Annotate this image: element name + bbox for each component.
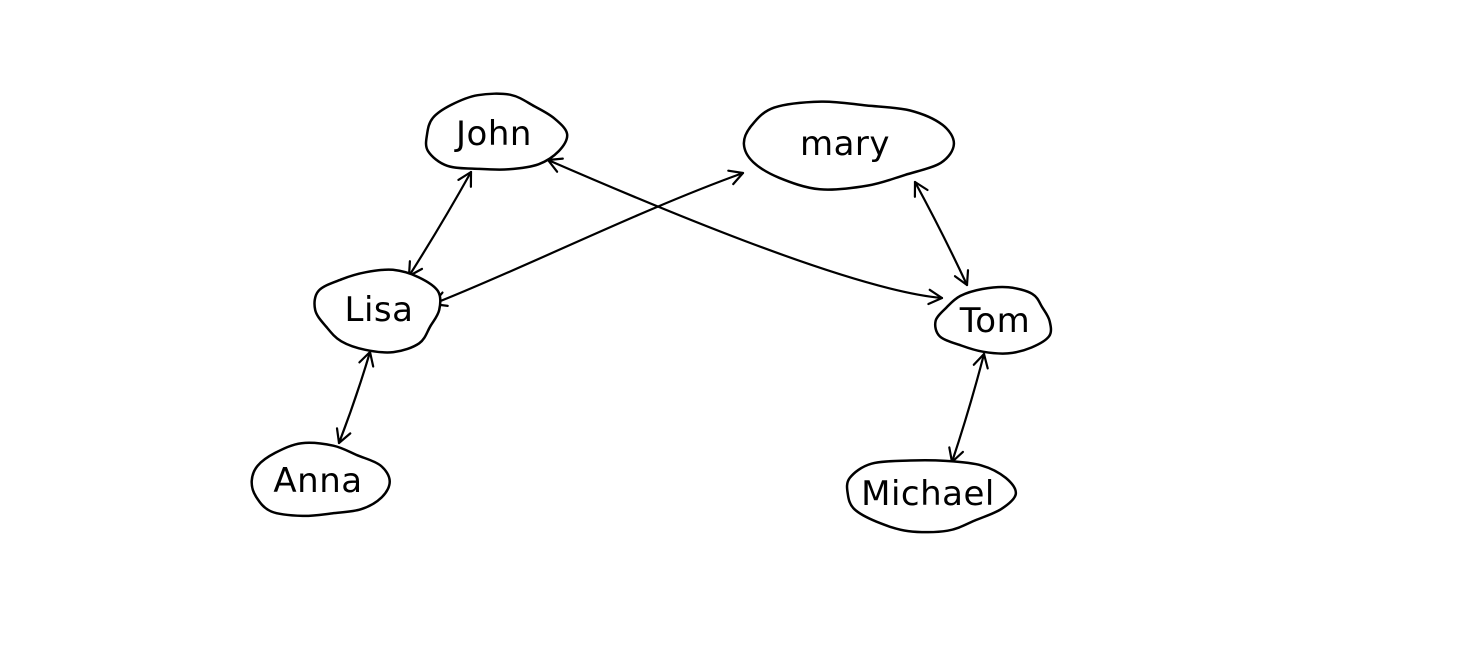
node-anna: Anna — [250, 441, 391, 518]
arrow-head-lisa — [358, 350, 375, 368]
edge-mary-tom — [913, 180, 970, 287]
arrow-head-mary — [913, 180, 929, 198]
edge-line — [546, 158, 944, 300]
edge-tom-michael — [948, 352, 989, 464]
arrow-head-tom — [972, 352, 989, 370]
edge-mary-lisa — [431, 169, 745, 307]
arrow-head-tom — [927, 288, 944, 306]
edge-line — [950, 352, 986, 464]
edge-john-lisa — [407, 170, 473, 278]
node-john: John — [424, 92, 569, 171]
edge-line — [337, 350, 372, 445]
edges-layer — [335, 157, 989, 464]
node-label-michael: Michael — [861, 474, 995, 514]
arrow-head-tom — [953, 269, 970, 287]
node-label-tom: Tom — [959, 301, 1030, 341]
node-shape-mary — [742, 100, 956, 191]
node-shape-michael — [845, 458, 1018, 534]
node-mary: mary — [742, 100, 956, 191]
edge-lisa-anna — [335, 350, 375, 445]
arrow-head-anna — [335, 427, 352, 445]
node-michael: Michael — [845, 458, 1018, 534]
node-tom: Tom — [933, 285, 1053, 355]
arrow-head-mary — [727, 169, 745, 186]
node-lisa: Lisa — [313, 268, 442, 354]
edge-line — [431, 171, 745, 306]
node-label-mary: mary — [800, 124, 890, 164]
edge-line — [407, 170, 473, 278]
node-shape-john — [424, 92, 569, 171]
node-shape-anna — [250, 441, 391, 518]
node-shape-tom — [933, 285, 1053, 355]
arrow-head-john — [457, 170, 473, 188]
node-label-lisa: Lisa — [345, 290, 414, 330]
node-label-anna: Anna — [273, 461, 362, 501]
edge-line — [913, 180, 969, 287]
node-label-john: John — [454, 114, 532, 154]
node-shape-lisa — [313, 268, 442, 354]
